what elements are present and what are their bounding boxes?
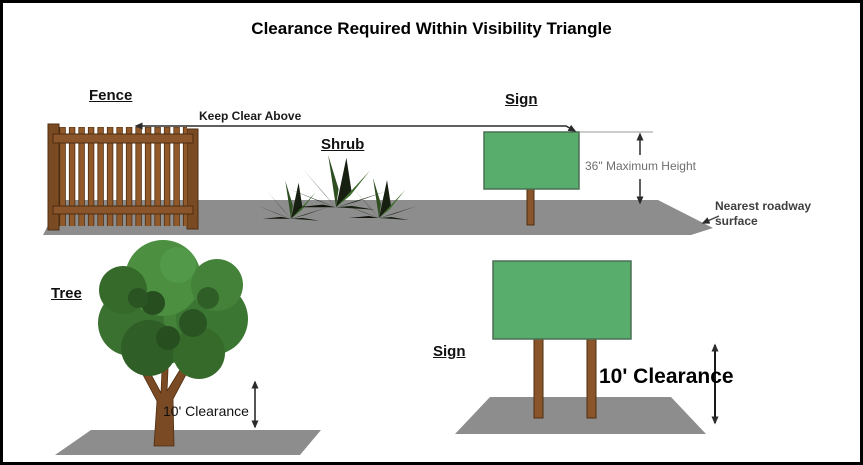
bottom-sign-illustration xyxy=(492,260,632,419)
roadway-pointer-arrow xyxy=(701,215,720,224)
fence-illustration xyxy=(47,123,199,231)
top-scene xyxy=(43,122,720,235)
bottom-scene xyxy=(55,240,719,455)
diagram-title: Clearance Required Within Visibility Tri… xyxy=(251,19,612,38)
shrub-label: Shrub xyxy=(321,136,365,153)
top-sign-label: Sign xyxy=(505,91,538,108)
top-sign-illustration xyxy=(483,131,580,226)
max-height-label: 36" Maximum Height xyxy=(585,159,696,173)
sign-clearance-label: 10' Clearance xyxy=(599,365,734,388)
bottom-sign-face xyxy=(492,260,632,340)
max-height-dimension xyxy=(580,131,653,205)
diagram-artwork xyxy=(43,122,720,455)
tree-label: Tree xyxy=(51,285,82,302)
tree-clearance-label: 10' Clearance xyxy=(163,403,249,419)
keep-clear-arrow xyxy=(134,122,577,132)
sign-ground xyxy=(455,397,706,434)
bottom-sign-label: Sign xyxy=(433,343,466,360)
keep-clear-above-label: Keep Clear Above xyxy=(199,109,302,123)
top-sign-face xyxy=(483,131,580,190)
fence-label: Fence xyxy=(89,87,133,104)
nearest-roadway-surface-label: Nearest roadway surface xyxy=(715,199,812,228)
tree-illustration xyxy=(98,240,248,447)
top-roadway-surface xyxy=(43,200,713,235)
tree-ground xyxy=(55,430,321,455)
